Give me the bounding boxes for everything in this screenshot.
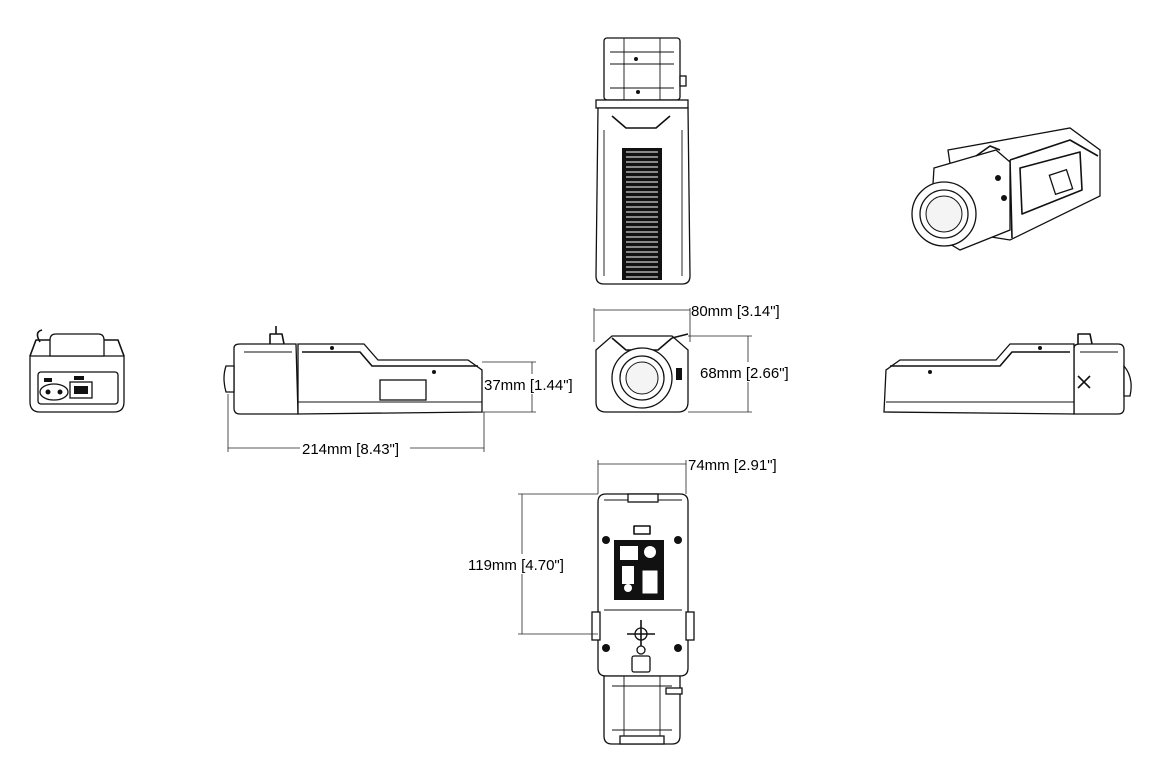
side-height-label: 37mm [1.44"]: [484, 377, 573, 394]
front-height-dimension: 68mm [2.66"]: [688, 335, 794, 413]
rear-view: [29, 329, 125, 413]
bottom-length-dimension: 119mm [4.70"]: [466, 493, 598, 635]
right-side-view: [883, 333, 1132, 415]
front-height-label: 68mm [2.66"]: [700, 365, 789, 382]
front-view: [595, 333, 689, 413]
side-height-dimension: 37mm [1.44"]: [482, 361, 580, 413]
left-side-view: [223, 326, 483, 415]
bottom-view: [591, 493, 695, 745]
bottom-length-label: 119mm [4.70"]: [468, 557, 564, 574]
front-width-dimension: 80mm [3.14"]: [593, 303, 780, 342]
side-length-label: 214mm [8.43"]: [302, 441, 399, 458]
front-width-label: 80mm [3.14"]: [691, 303, 780, 320]
bottom-width-dimension: 74mm [2.91"]: [597, 457, 777, 494]
bottom-width-label: 74mm [2.91"]: [688, 457, 777, 474]
top-view: [595, 37, 691, 285]
side-length-dimension: 214mm [8.43"]: [227, 394, 485, 458]
isometric-view: [911, 127, 1101, 251]
